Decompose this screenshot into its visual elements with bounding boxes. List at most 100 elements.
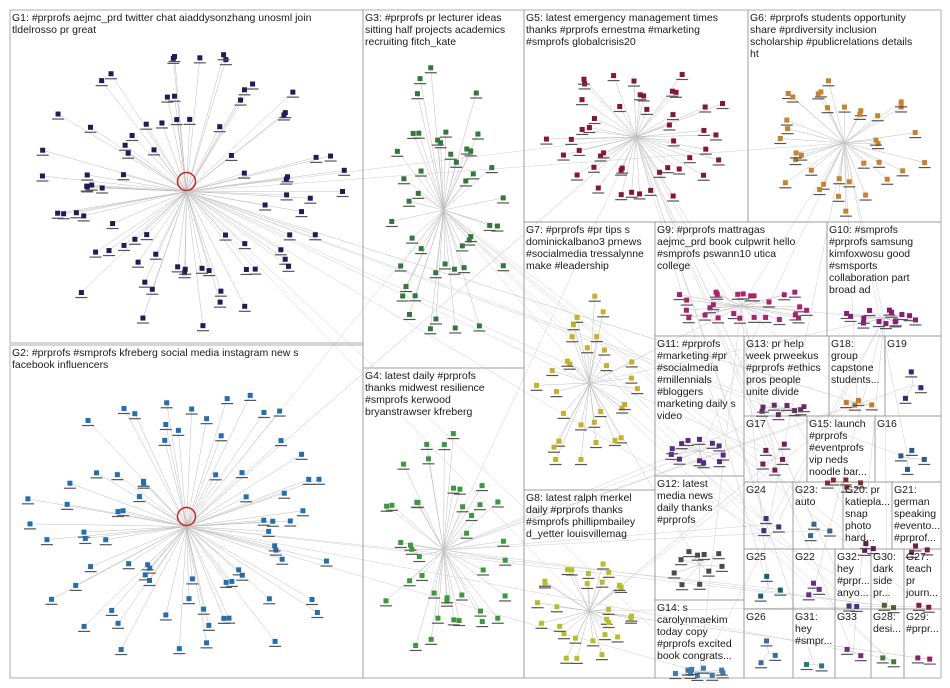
vertex-g5: [618, 192, 624, 198]
vertex-g2: [287, 518, 293, 524]
edge: [411, 209, 444, 239]
vertex-g2: [176, 646, 182, 652]
edge: [443, 162, 457, 211]
inter-group-edge: [186, 191, 590, 612]
vertex-g1: [89, 182, 95, 188]
group-label-g29: G29:#prpr...: [906, 611, 939, 635]
vertex-g23: [811, 521, 817, 527]
inter-group-edge: [443, 530, 819, 551]
vertex-g2: [120, 508, 126, 514]
edge: [112, 191, 187, 224]
vertex-g5: [720, 101, 726, 107]
vertex-g5: [701, 127, 707, 133]
vertex-g1: [281, 112, 287, 118]
vertex-g10: [889, 309, 895, 315]
vertex-g8: [574, 655, 580, 661]
edges-layer: [27, 54, 930, 676]
vertex-g4: [444, 595, 450, 601]
edge: [186, 176, 288, 192]
edge: [146, 124, 187, 192]
edge: [635, 136, 680, 170]
vertex-g15: [830, 477, 836, 483]
vertex-g32: [854, 603, 860, 609]
vertex-g4: [384, 503, 390, 509]
edge: [443, 209, 455, 270]
edge: [186, 526, 270, 599]
vertex-g13: [792, 408, 798, 414]
vertex-g9: [795, 315, 801, 321]
vertex-g1: [218, 288, 224, 294]
edge: [589, 382, 625, 405]
edge: [787, 128, 845, 144]
edge: [827, 107, 845, 144]
edge: [179, 526, 187, 649]
vertex-g1: [290, 89, 296, 95]
group-label-g23: G23:auto: [795, 484, 818, 508]
edge: [704, 305, 742, 316]
vertex-g4: [479, 483, 485, 489]
edge: [563, 382, 590, 414]
vertex-g1: [129, 132, 135, 138]
vertex-g5: [644, 106, 650, 112]
inter-group-edge: [589, 382, 769, 525]
vertex-g27: [926, 604, 932, 610]
edge: [589, 572, 609, 612]
vertex-g23: [827, 528, 833, 534]
edge: [443, 209, 463, 247]
vertex-g2: [201, 606, 207, 612]
vertex-g4: [464, 530, 470, 536]
vertex-g2: [115, 509, 121, 515]
inter-group-edge: [443, 408, 787, 551]
vertex-g1: [142, 279, 148, 285]
vertex-g13: [771, 402, 777, 408]
vertex-g9: [676, 292, 682, 298]
vertex-g2: [314, 610, 320, 616]
vertex-g1: [174, 117, 180, 123]
vertex-g8: [572, 635, 578, 641]
vertex-g7: [618, 435, 624, 441]
vertex-g2: [226, 615, 232, 621]
vertex-g6: [821, 181, 827, 187]
edge: [740, 301, 770, 307]
edge: [581, 99, 637, 138]
edge: [443, 132, 447, 211]
edge: [186, 191, 316, 235]
group-label-g31: G31:hey#smpr...: [795, 611, 832, 647]
vertex-g12: [716, 551, 722, 557]
nodes-layer: [21, 52, 936, 682]
vertex-g2: [147, 578, 153, 584]
edge: [589, 336, 597, 384]
vertex-g9: [804, 307, 810, 313]
vertex-g8: [599, 652, 605, 658]
vertex-g30: [891, 605, 897, 611]
vertex-g9: [748, 293, 754, 299]
edge: [443, 549, 460, 621]
vertex-g21: [924, 547, 930, 553]
vertex-g13: [760, 404, 766, 410]
vertex-g5: [619, 165, 625, 171]
edge: [552, 370, 590, 384]
vertex-g21: [909, 549, 915, 555]
edge: [740, 305, 799, 319]
edge: [567, 569, 590, 612]
vertex-g7: [574, 314, 580, 320]
vertex-g13: [801, 404, 807, 410]
edge: [713, 304, 742, 307]
vertex-g6: [793, 150, 799, 156]
edge: [403, 178, 444, 211]
vertex-g2: [206, 622, 212, 628]
vertex-g4: [479, 619, 485, 625]
edge: [786, 406, 804, 410]
edge: [186, 526, 283, 560]
vertex-g6: [875, 141, 881, 147]
vertex-g14: [689, 666, 695, 672]
edge: [57, 191, 187, 214]
edge: [536, 382, 590, 386]
vertex-g5: [598, 153, 604, 159]
vertex-g8: [585, 570, 591, 576]
edge: [699, 671, 723, 674]
edge: [844, 142, 850, 182]
